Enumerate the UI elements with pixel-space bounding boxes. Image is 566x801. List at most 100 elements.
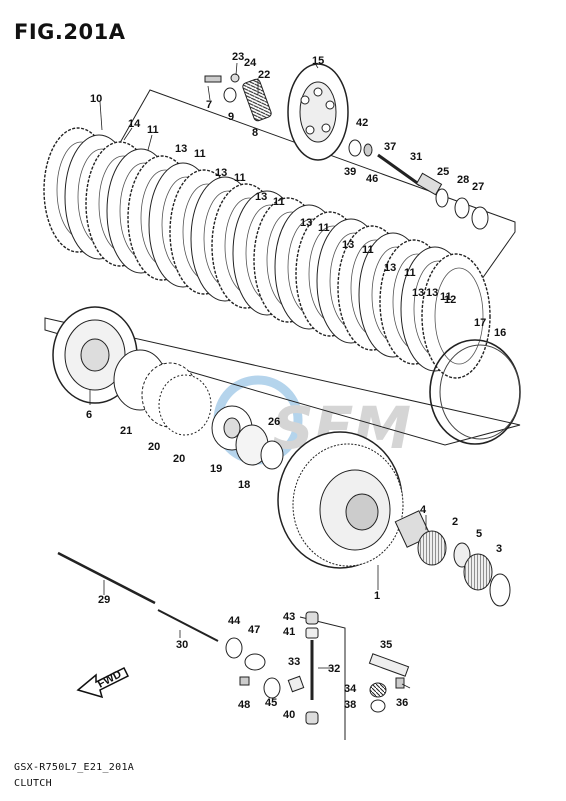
callout-13: 13 — [426, 287, 438, 299]
bolt-boss — [321, 123, 331, 133]
callout-11: 11 — [194, 148, 206, 160]
section-name-label: CLUTCH — [14, 778, 52, 789]
callout-19: 19 — [210, 463, 222, 475]
callout-6: 6 — [86, 409, 92, 421]
bearing-45 — [263, 677, 281, 699]
spring-bolt — [204, 75, 222, 83]
callout-5: 5 — [476, 528, 482, 540]
callout-43: 43 — [283, 611, 295, 623]
callout-8: 8 — [252, 127, 258, 139]
callout-48: 48 — [238, 699, 250, 711]
release-mechanism — [225, 611, 410, 725]
washer-43 — [305, 611, 319, 625]
plate-inner-edge — [434, 267, 484, 365]
callout-15: 15 — [312, 55, 324, 67]
callout-11: 11 — [273, 196, 285, 208]
callout-46: 46 — [366, 173, 378, 185]
callout-2: 2 — [452, 516, 458, 528]
callout-23: 23 — [232, 51, 244, 63]
callout-44: 44 — [228, 615, 241, 627]
oil-seal — [225, 637, 243, 659]
callout-39: 39 — [344, 166, 356, 178]
callout-45: 45 — [265, 697, 277, 709]
callout-28: 28 — [457, 174, 469, 186]
callout-31: 31 — [410, 151, 422, 163]
push-rods — [57, 551, 219, 642]
model-code-label: GSX-R750L7_E21_201A — [14, 762, 135, 773]
spring-seat-ring — [439, 344, 521, 440]
thrust-bearing — [463, 553, 493, 591]
callout-35: 35 — [380, 639, 392, 651]
callout-34: 34 — [344, 683, 357, 695]
callout-36: 36 — [396, 697, 408, 709]
callout-7: 7 — [206, 99, 212, 111]
release-arm — [368, 653, 410, 677]
washer — [223, 87, 237, 103]
push-rod-piece — [377, 153, 421, 187]
callout-11: 11 — [362, 244, 374, 256]
washer-thrust — [471, 206, 489, 230]
callout-11: 11 — [318, 222, 330, 234]
circlip — [363, 143, 373, 157]
washer-small — [454, 197, 470, 219]
callout-17: 17 — [474, 317, 486, 329]
callout-10: 10 — [90, 93, 102, 105]
callout-11: 11 — [147, 124, 159, 136]
callout-16: 16 — [494, 327, 506, 339]
fwd-label: FWD — [96, 668, 124, 690]
bearing-small — [435, 188, 449, 208]
washer-38 — [370, 699, 386, 713]
callout-13: 13 — [255, 191, 267, 203]
callout-21: 21 — [120, 425, 132, 437]
callout-13: 13 — [175, 143, 187, 155]
forward-direction-arrow: FWD — [76, 666, 130, 699]
callout-20: 20 — [173, 453, 185, 465]
nut — [230, 73, 240, 83]
callout-42: 42 — [356, 117, 368, 129]
callout-30: 30 — [176, 639, 188, 651]
callout-1: 1 — [374, 590, 380, 602]
callout-13: 13 — [384, 262, 396, 274]
callout-37: 37 — [384, 141, 396, 153]
callout-22: 22 — [258, 69, 270, 81]
bearing — [348, 139, 362, 157]
callout-32: 32 — [328, 663, 340, 675]
pressure-plate-assembly — [204, 63, 489, 230]
bush-40 — [305, 711, 319, 725]
spring-seat — [158, 374, 212, 436]
bolt-boss — [305, 125, 315, 135]
callout-11: 11 — [404, 267, 416, 279]
leader-lines — [89, 62, 427, 689]
callout-41: 41 — [283, 626, 295, 638]
callout-11: 11 — [440, 291, 452, 303]
spring-34 — [369, 682, 387, 698]
callout-33: 33 — [288, 656, 300, 668]
bolt-boss — [300, 95, 310, 105]
bolt-36 — [395, 677, 405, 689]
needle-bearing — [417, 530, 447, 566]
callout-47: 47 — [248, 624, 260, 636]
figure-title: FIG.201A — [14, 20, 126, 44]
primary-driven-gear — [277, 431, 511, 607]
bracket — [244, 653, 266, 671]
callout-13: 13 — [342, 239, 354, 251]
callout-9: 9 — [228, 111, 234, 123]
clutch-spring — [242, 78, 272, 122]
pin-33 — [287, 675, 305, 693]
seal-41 — [305, 627, 319, 639]
callout-12: 12 — [444, 294, 456, 306]
callout-14: 14 — [128, 118, 141, 130]
callout-18: 18 — [238, 479, 250, 491]
callout-40: 40 — [283, 709, 295, 721]
callout-38: 38 — [344, 699, 356, 711]
bolt-boss — [325, 100, 335, 110]
clutch-plate-stack — [43, 127, 521, 445]
bolt-48 — [239, 676, 250, 686]
clutch-sleeve-hub — [52, 306, 212, 436]
callout-24: 24 — [244, 57, 257, 69]
spacer-ring — [453, 542, 471, 568]
callout-26: 26 — [268, 416, 280, 428]
